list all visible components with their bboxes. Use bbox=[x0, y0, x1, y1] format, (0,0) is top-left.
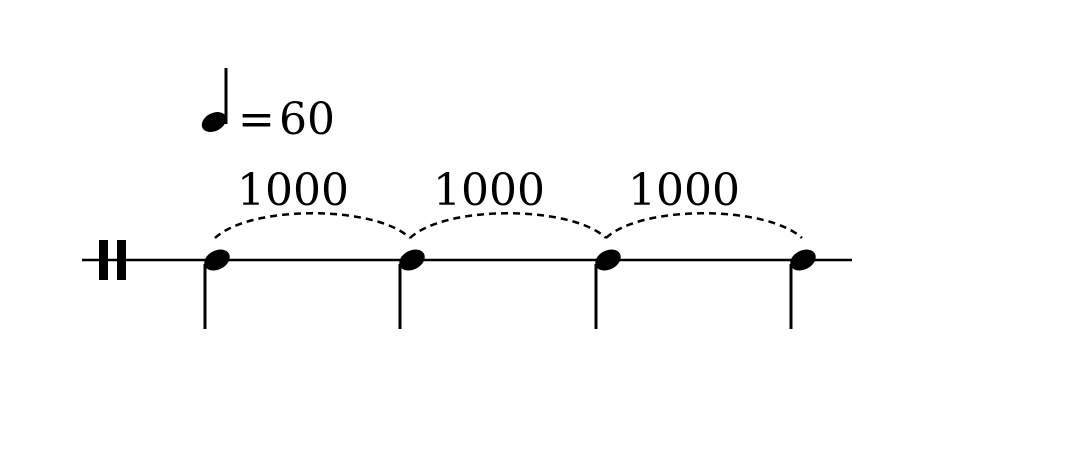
interval-arc-1 bbox=[214, 212, 411, 239]
interval-label-2: 1000 bbox=[433, 165, 545, 216]
note-3 bbox=[594, 249, 621, 329]
quarter-note-icon bbox=[790, 249, 816, 271]
quarter-note-icon bbox=[595, 249, 621, 271]
note-1 bbox=[203, 249, 230, 329]
interval-arc-3 bbox=[605, 212, 803, 239]
percussion-clef-icon bbox=[99, 240, 126, 280]
quarter-note-icon bbox=[201, 68, 228, 133]
interval-arc-2 bbox=[409, 212, 607, 239]
interval-label-3: 1000 bbox=[628, 165, 740, 216]
note-4 bbox=[789, 249, 816, 329]
note-2 bbox=[398, 249, 425, 329]
quarter-note-icon bbox=[399, 249, 425, 271]
tempo-marking: = 60 bbox=[201, 68, 335, 145]
quarter-note-icon bbox=[204, 249, 230, 271]
interval-label-1: 1000 bbox=[237, 165, 349, 216]
tempo-equals: = bbox=[238, 94, 275, 145]
tempo-bpm: 60 bbox=[279, 94, 335, 145]
